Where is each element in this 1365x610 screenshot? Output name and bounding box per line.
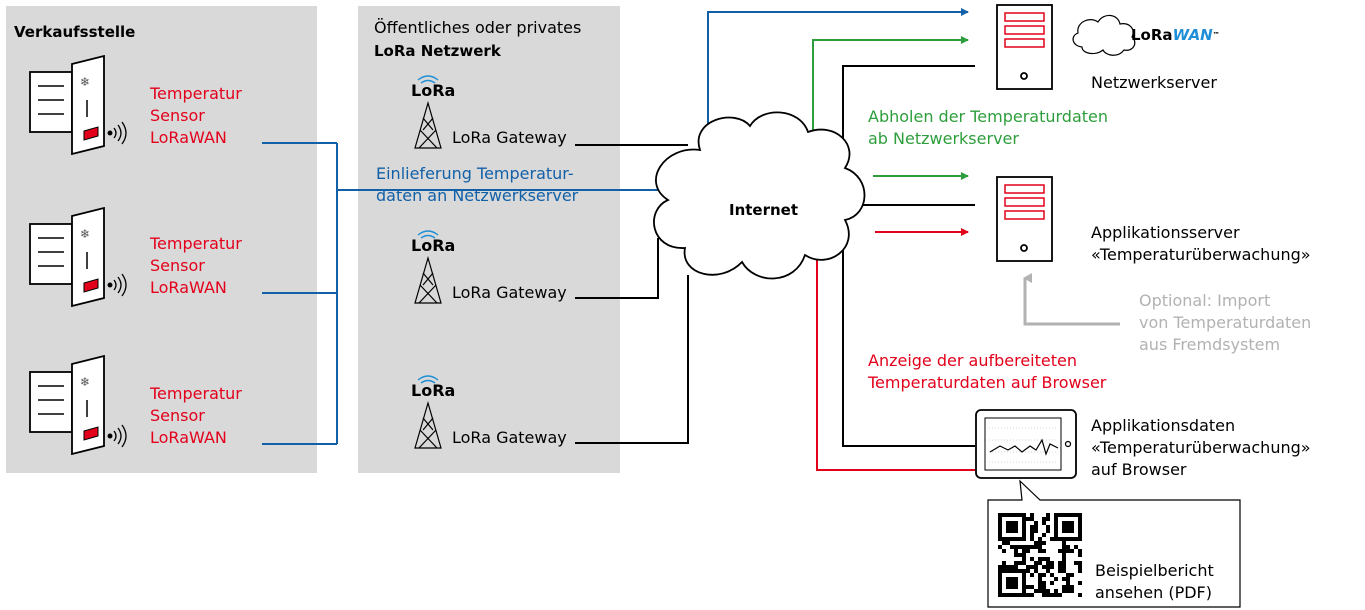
snowflake-icon: ❄	[80, 227, 91, 241]
internet-label: Internet	[729, 201, 799, 219]
app-server-label-line2: «Temperaturüberwachung»	[1091, 245, 1311, 264]
wifi-icon	[107, 424, 127, 448]
sales-point-title: Verkaufsstelle	[14, 23, 136, 41]
app-browser-label-line3: auf Browser	[1091, 460, 1187, 479]
lorawan-logo-ra: Ra	[1150, 26, 1173, 44]
sensor-label: Temperatur Sensor LoRaWAN	[150, 84, 242, 147]
snowflake-icon: ❄	[80, 375, 91, 389]
lorawan-logo-lo: Lo	[1131, 26, 1151, 44]
network-server-label: Netzwerkserver	[1091, 73, 1217, 92]
gateway-label: LoRa Gateway	[452, 283, 567, 302]
sensor-icon	[29, 54, 105, 156]
network-title-line2: LoRa Netzwerk	[374, 42, 501, 60]
wifi-icon	[107, 121, 127, 145]
qr-code-icon[interactable]	[998, 513, 1082, 597]
gateway-label: LoRa Gateway	[452, 428, 567, 447]
lora-network-panel	[358, 6, 620, 473]
lorawan-logo-wan: WAN	[1172, 26, 1213, 44]
display-label: Anzeige der aufbereiteten Temperaturdate…	[868, 351, 1107, 392]
report-link[interactable]: Beispielbericht ansehen (PDF)	[1095, 561, 1214, 602]
server-icon	[996, 176, 1053, 262]
green-fetch-line-top	[812, 36, 969, 140]
sensor-icon	[29, 354, 105, 456]
red-browser-line	[816, 258, 975, 471]
sensor-label: Temperatur Sensor LoRaWAN	[150, 384, 242, 447]
network-title-line1: Öffentliches oder privates	[374, 18, 582, 37]
lora-signal-icon	[417, 75, 439, 384]
wifi-icon	[107, 273, 127, 297]
gateway-label: LoRa Gateway	[452, 128, 567, 147]
blue-sensor-lines	[262, 142, 668, 445]
lora-logo: LoRa	[411, 81, 456, 100]
blue-delivery-arrow	[707, 8, 969, 140]
lorawan-cloud-icon	[1072, 14, 1136, 56]
server-icon	[996, 4, 1053, 90]
fetch-label: Abholen der Temperaturdaten ab Netzwerks…	[868, 107, 1109, 148]
app-server-label-line1: Applikationsserver	[1091, 223, 1240, 242]
lora-logo: LoRa	[411, 236, 456, 255]
app-browser-label-line1: Applikationsdaten	[1091, 416, 1236, 435]
lora-logo: LoRa	[411, 381, 456, 400]
import-label: Optional: Import von Temperaturdaten aus…	[1139, 291, 1312, 354]
lorawan-logo: LoRaWAN™	[1131, 24, 1220, 46]
lora-antenna-icon	[414, 255, 442, 304]
app-browser-label-line2: «Temperaturüberwachung»	[1091, 438, 1311, 457]
cloud-icon	[653, 111, 866, 280]
snowflake-icon: ❄	[80, 75, 91, 89]
sensor-label: Temperatur Sensor LoRaWAN	[150, 234, 242, 297]
gateway-lines	[575, 144, 689, 444]
import-arrow	[1023, 273, 1120, 326]
delivery-label: Einlieferung Temperatur- daten an Netzwe…	[376, 164, 579, 205]
lora-antenna-icon	[414, 400, 442, 449]
tablet-icon	[975, 409, 1077, 479]
lora-antenna-icon	[414, 100, 442, 149]
sensor-icon	[29, 206, 105, 308]
lorawan-logo-tm: ™	[1212, 31, 1220, 39]
